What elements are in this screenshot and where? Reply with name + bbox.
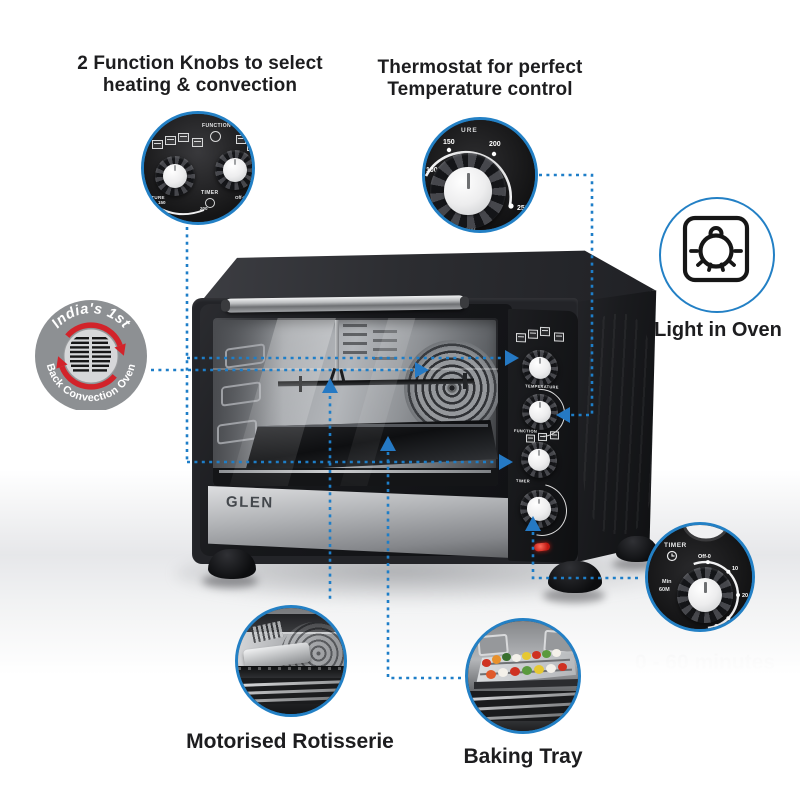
timer-label: TIMER <box>516 478 530 484</box>
light-in-oven-badge <box>659 197 775 313</box>
food-piece <box>498 668 508 677</box>
sixty-label: 60M <box>659 587 670 593</box>
heat-mode-icon <box>540 326 550 337</box>
inset-left-knob <box>155 156 195 196</box>
light-caption: Light in Oven <box>654 319 782 341</box>
mode-icon <box>178 133 189 142</box>
tick-250: 250 <box>517 205 529 212</box>
badge-art: India's 1st Back Convection Oven <box>35 300 147 412</box>
timer-title: TIMER <box>664 542 687 549</box>
power-indicator-lamp <box>533 542 551 552</box>
foot-shadow <box>543 588 605 603</box>
function-knobs-heading: 2 Function Knobs to select heating & con… <box>55 53 345 97</box>
tick-200: 200 <box>200 206 208 211</box>
food-piece <box>558 663 567 671</box>
temperature-partial-label: PERATURE <box>141 195 165 200</box>
inset-right-knob <box>215 150 252 190</box>
baking-tray-in-oven <box>245 420 498 472</box>
tick-10: 10 <box>732 566 738 572</box>
temp-arc <box>155 205 205 216</box>
oven-foot <box>208 549 256 579</box>
timer-label: TIMER <box>201 190 219 196</box>
mode-icon <box>247 142 252 151</box>
food-piece <box>532 651 541 659</box>
support-rod <box>335 320 339 382</box>
control-panel: TEMPERATURE FUNCTION TIMER <box>504 308 578 564</box>
heat-mode-icon <box>554 332 564 342</box>
heading-line: Temperature control <box>387 79 573 100</box>
tray-front-edge <box>474 679 578 689</box>
timer-knob <box>520 489 558 529</box>
back-vents <box>373 330 397 364</box>
timer-inset-knob <box>677 567 733 623</box>
rotisserie-caption: Motorised Rotisserie <box>186 730 394 753</box>
thermostat-heading: Thermostat for perfect Temperature contr… <box>368 57 592 101</box>
baking-tray-inset <box>465 618 581 734</box>
heading-line: 2 Function Knobs to select <box>77 53 323 74</box>
cavity-seam <box>213 368 498 370</box>
heat-mode-icon <box>516 333 526 343</box>
timer-scale: TIMER Off-0 10 20 30 40 Min 60M <box>659 525 748 629</box>
function-label: FUNCTION <box>202 123 232 129</box>
indias-first-badge: India's 1st Back Convection Oven <box>35 298 147 412</box>
food-piece <box>510 667 520 676</box>
skewer-highlights <box>238 667 344 670</box>
brand-logo: GLEN <box>225 493 274 512</box>
tick-200: 200 <box>489 141 501 148</box>
food-piece <box>546 664 556 673</box>
food-piece <box>552 649 561 657</box>
heat-mode-icon <box>528 329 538 339</box>
tick-100: 100 <box>426 167 438 174</box>
mode-icon <box>236 135 246 144</box>
function-label: FUNCTION <box>514 427 538 434</box>
door-glass <box>213 318 498 486</box>
skewer-bar <box>238 666 344 678</box>
heading-line: heating & convection <box>102 75 298 96</box>
food-piece <box>512 654 521 662</box>
thermostat-inset: 100 150 200 250 URE ON <box>422 117 538 233</box>
side-vents <box>583 314 655 535</box>
off-label: Off-0 <box>235 195 246 200</box>
rotisserie-inset <box>235 605 347 717</box>
baking-tray-caption: Baking Tray <box>463 745 583 768</box>
oven-light-icon <box>682 215 750 283</box>
min-label: Min <box>662 579 672 585</box>
off-label: Off-0 <box>698 554 711 560</box>
food-piece <box>534 665 544 674</box>
tick-20: 20 <box>742 593 748 599</box>
back-vents <box>343 324 367 360</box>
timer-inset: TIMER Off-0 10 20 30 40 Min 60M <box>645 522 755 632</box>
rotisserie-bracket <box>463 373 467 389</box>
tick-30: 30 <box>732 621 738 627</box>
mode-icon <box>192 138 203 147</box>
heading-line: Thermostat for perfect <box>377 57 583 78</box>
temperature-partial: URE <box>461 127 478 134</box>
thermostat-knob <box>430 153 506 229</box>
rotisserie-fork <box>299 376 302 392</box>
function-icon <box>538 432 547 442</box>
clock-icon <box>205 198 215 208</box>
mode-icon <box>152 140 163 149</box>
tick-150: 150 <box>158 200 166 205</box>
food-piece <box>542 650 551 658</box>
food-piece <box>522 666 532 675</box>
oven-right-side <box>569 290 657 563</box>
food-piece <box>482 659 491 667</box>
wire-rack-front-bar <box>219 470 491 473</box>
function-knobs-inset: FUNCTION TIMER Off-0 PERATURE 150 200 <box>141 111 255 225</box>
fan-mode-icon <box>210 131 221 142</box>
food-piece <box>522 652 531 660</box>
temperature-knob <box>522 393 558 431</box>
tick-150: 150 <box>443 139 455 146</box>
function-icon <box>550 431 559 440</box>
convection-fan <box>404 340 498 436</box>
food-piece <box>486 670 496 679</box>
heating-selector-knob <box>522 349 558 387</box>
mode-icon <box>165 136 176 145</box>
food-piece <box>492 655 501 664</box>
oven-foot <box>548 561 602 593</box>
function-knob <box>521 441 557 479</box>
food-piece <box>502 653 511 661</box>
